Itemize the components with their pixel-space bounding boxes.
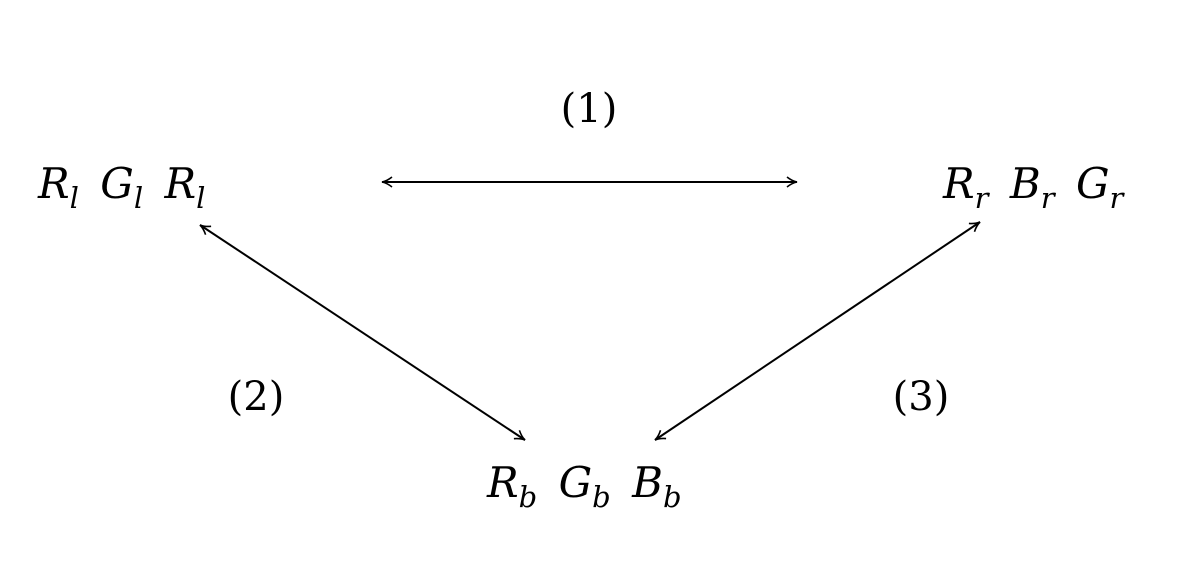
edge-label-3: (3) (893, 374, 950, 420)
node-bottom: Rb Gb Bb (486, 458, 682, 517)
edge-label-1: (1) (561, 86, 618, 132)
edge-left-bottom-arrow (199, 224, 526, 441)
edge-right-bottom-arrow (654, 221, 981, 441)
node-right: Rr Br Gr (942, 159, 1126, 218)
edge-label-2: (2) (228, 374, 285, 420)
node-left: Rl Gl Rl (37, 159, 205, 218)
